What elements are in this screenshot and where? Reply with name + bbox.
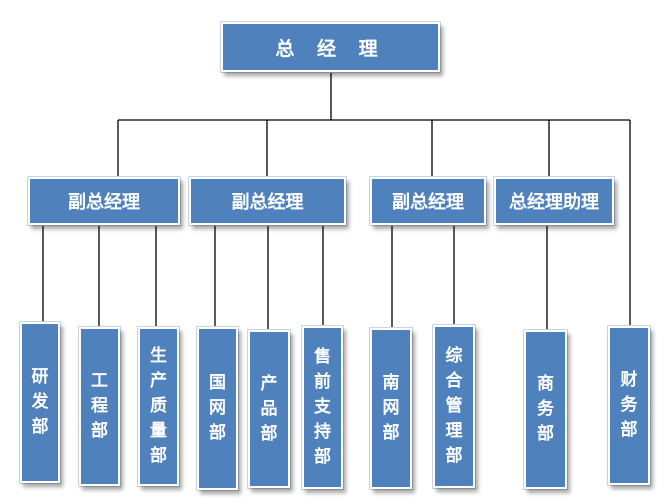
vp-box-3: 副总经理 (370, 177, 486, 225)
dept-char: 程 (91, 396, 108, 416)
dept-char: 部 (445, 446, 463, 466)
dept-char: 部 (209, 423, 226, 443)
dept-char: 研 (31, 367, 49, 387)
dept-box-presales: 售 前 支 持 部 (302, 326, 343, 489)
dept-char: 务 (620, 395, 638, 415)
dept-char: 品 (260, 398, 278, 419)
dept-box-business: 商 务 部 (524, 330, 567, 489)
dept-box-rd: 研 发 部 (20, 322, 60, 483)
dept-char: 工 (91, 371, 108, 391)
dept-char: 合 (445, 371, 463, 391)
ceo-label: 总 经 理 (275, 37, 386, 60)
assistant-gm-label: 总经理助理 (509, 192, 599, 213)
dept-char: 售 (314, 347, 331, 367)
vp-label-3: 副总经理 (392, 192, 464, 213)
dept-char: 国 (209, 373, 226, 393)
dept-box-engineering: 工 程 部 (79, 327, 120, 486)
dept-char: 部 (260, 423, 278, 444)
dept-char: 网 (209, 398, 226, 418)
dept-char: 网 (382, 398, 400, 418)
dept-box-finance: 财 务 部 (608, 326, 650, 485)
dept-char: 务 (537, 399, 554, 419)
dept-char: 质 (150, 396, 167, 416)
dept-char: 部 (620, 420, 638, 440)
dept-char: 部 (537, 424, 554, 444)
dept-box-state-grid: 国 网 部 (197, 327, 238, 490)
dept-char: 支 (314, 397, 331, 417)
dept-char: 生 (150, 346, 167, 366)
dept-box-general-admin: 综 合 管 理 部 (433, 325, 475, 488)
dept-box-southern-grid: 南 网 部 (370, 328, 412, 489)
dept-char: 商 (537, 374, 554, 394)
dept-char: 部 (314, 447, 331, 467)
dept-char: 综 (445, 346, 463, 366)
dept-box-product: 产 品 部 (248, 330, 290, 488)
dept-char: 量 (150, 421, 167, 441)
dept-char: 产 (260, 373, 278, 394)
dept-char: 前 (314, 372, 331, 392)
dept-char: 南 (382, 373, 400, 393)
dept-char: 理 (445, 421, 463, 441)
dept-char: 部 (150, 446, 167, 466)
dept-char: 部 (31, 417, 49, 437)
dept-char: 持 (314, 422, 331, 442)
dept-char: 管 (445, 396, 463, 416)
ceo-box: 总 经 理 (221, 22, 440, 72)
dept-char: 发 (31, 392, 49, 412)
dept-char: 产 (150, 371, 167, 391)
dept-box-production-quality: 生 产 质 量 部 (138, 327, 179, 486)
vp-label-2: 副总经理 (231, 192, 304, 213)
vp-box-1: 副总经理 (28, 177, 180, 225)
dept-char: 财 (620, 370, 638, 390)
vp-box-2: 副总经理 (189, 177, 346, 225)
dept-char: 部 (382, 423, 400, 443)
assistant-gm-box: 总经理助理 (494, 177, 614, 225)
dept-char: 部 (91, 421, 108, 441)
vp-label-1: 副总经理 (68, 192, 140, 213)
